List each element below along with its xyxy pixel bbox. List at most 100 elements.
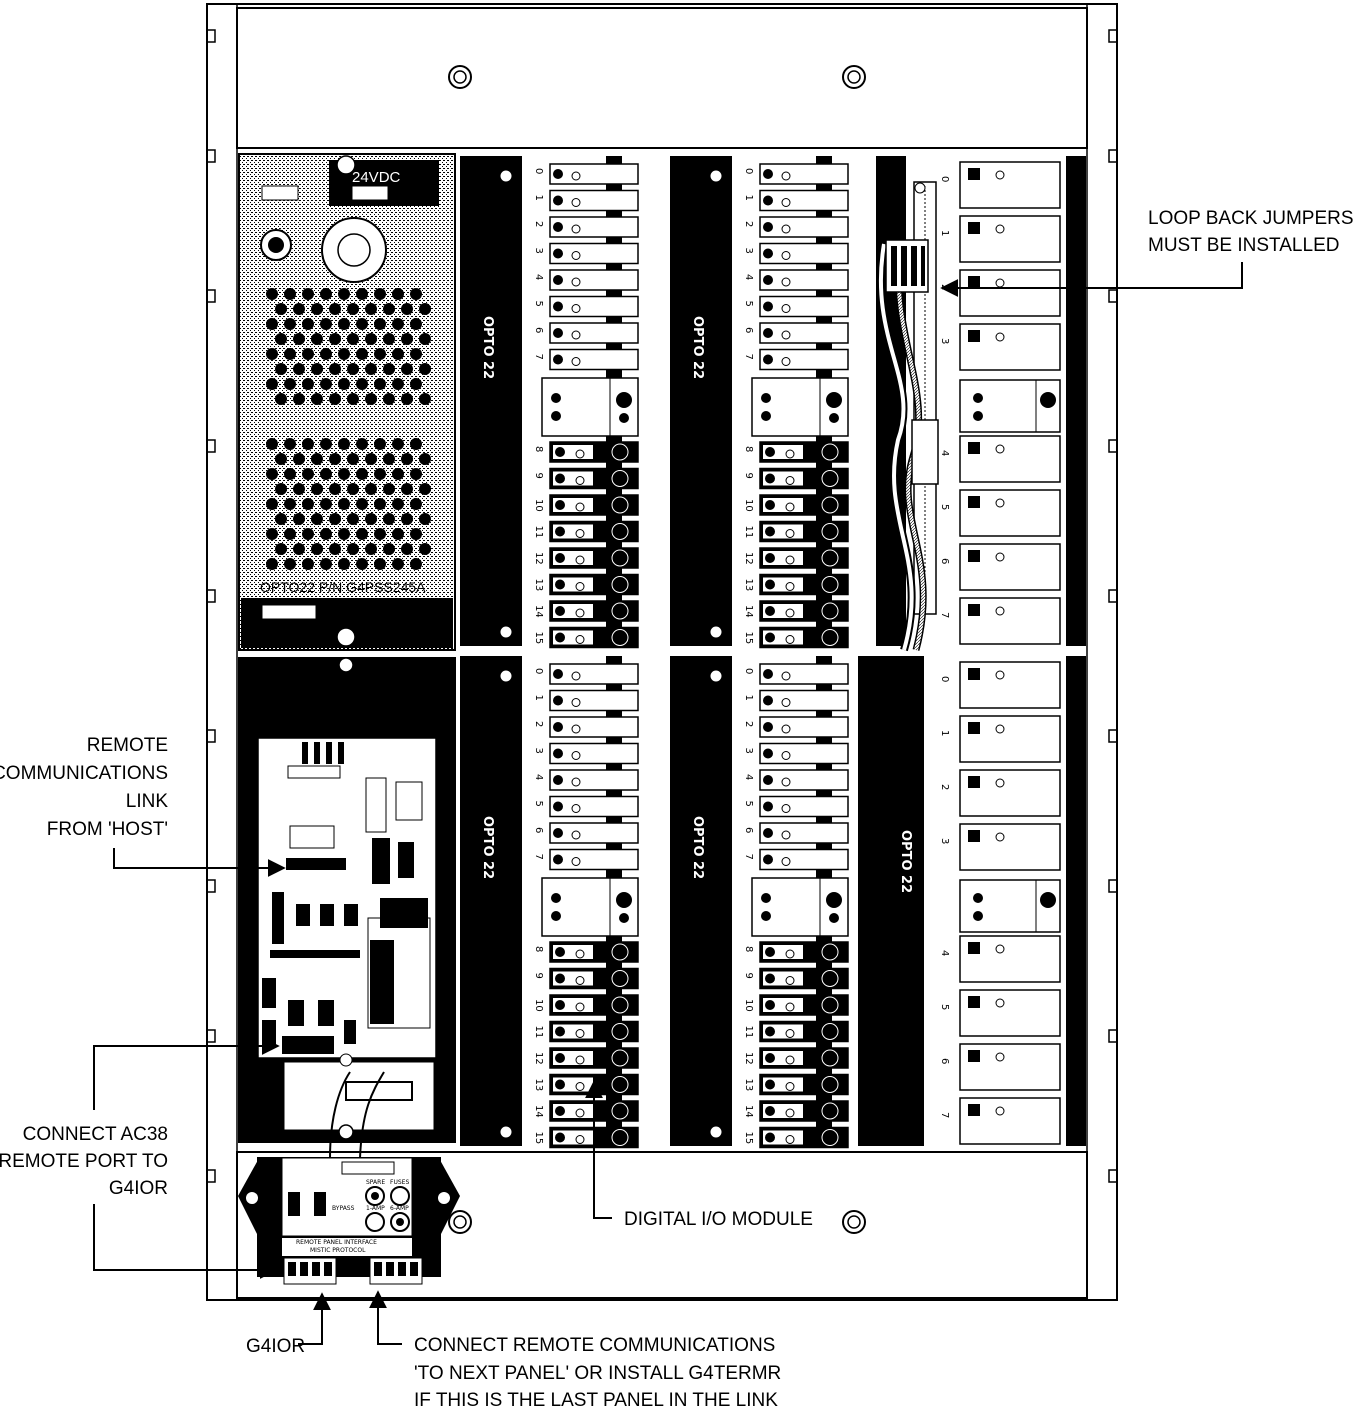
module-led: [765, 1106, 775, 1116]
vent-hole: [284, 288, 296, 300]
rack-side-strip: [670, 656, 732, 1146]
module-led: [763, 354, 773, 365]
frame-notch-right: [1108, 1169, 1117, 1183]
g4ior-bypass-label: BYPASS: [332, 1205, 355, 1212]
slot-number: 5: [743, 801, 754, 807]
vent-hole: [374, 348, 386, 360]
connector-dot: [761, 411, 771, 421]
vent-hole: [275, 453, 287, 465]
vent-hole: [320, 348, 332, 360]
module-led: [553, 169, 563, 179]
vent-hole: [275, 393, 287, 405]
brain-board: [238, 657, 456, 1143]
module-led: [765, 947, 775, 957]
io-module: [759, 216, 849, 238]
g4ior-title-1: REMOTE PANEL INTERFACE: [296, 1239, 377, 1246]
module-screw: [571, 171, 581, 181]
slot-number: 13: [743, 1079, 754, 1092]
module-terminal: [821, 1049, 839, 1067]
slot-number: 0: [743, 168, 754, 174]
vent-hole: [338, 468, 350, 480]
module-screw: [575, 582, 585, 591]
module-led: [763, 722, 773, 732]
vent-hole: [311, 333, 323, 345]
io-module: [759, 348, 849, 371]
slot-number: 8: [533, 946, 544, 952]
slot-number: 1: [939, 730, 950, 736]
slot-number: 6: [743, 827, 754, 833]
callout-connect-remote: CONNECT REMOTE COMMUNICATIONS 'TO NEXT P…: [369, 1290, 781, 1411]
module-screw: [781, 224, 791, 234]
g4ior-1amp-label: 1-AMP: [366, 1205, 385, 1212]
slot-number: 8: [743, 446, 754, 452]
module-led: [763, 248, 773, 259]
vent-hole: [401, 513, 413, 525]
rack-side-strip: [460, 156, 522, 646]
module-screw: [785, 1029, 795, 1038]
slot-number: 8: [743, 946, 754, 952]
rack-screw: [499, 169, 513, 183]
module-screw: [575, 635, 585, 644]
remote-link-line-3: LINK: [126, 791, 169, 812]
vent-hole: [293, 453, 305, 465]
loop-back-jumpers: [876, 181, 939, 652]
module-led: [553, 195, 563, 206]
rack-edge-strip: [1066, 656, 1086, 1146]
vent-hole: [392, 528, 404, 540]
vent-hole: [383, 363, 395, 375]
module-screw: [781, 198, 791, 207]
slot-number: 2: [533, 221, 544, 227]
slot-number: 6: [939, 1058, 950, 1064]
module-led: [765, 1079, 775, 1090]
slot-number: 0: [939, 176, 950, 182]
vent-hole: [383, 333, 395, 345]
module-screw: [575, 608, 585, 618]
module-led: [553, 222, 563, 232]
vent-hole: [374, 318, 386, 330]
vent-hole: [320, 558, 332, 570]
module-screw: [995, 998, 1005, 1008]
io-module: [549, 189, 639, 212]
module-led: [553, 801, 563, 812]
slot-number: 9: [533, 473, 544, 479]
module-terminal: [611, 602, 629, 620]
module-logo: [968, 996, 980, 1008]
module-led: [763, 195, 773, 206]
vent-hole: [392, 468, 404, 480]
module-screw: [995, 498, 1005, 508]
vent-hole: [329, 453, 341, 465]
module-screw: [571, 857, 581, 866]
slot-number: 6: [533, 827, 544, 833]
module-logo: [968, 722, 980, 734]
slot-number: 3: [533, 748, 544, 754]
remote-link-line-4: FROM 'HOST': [47, 819, 168, 840]
slot-number: 4: [743, 774, 754, 780]
slot-number: 5: [533, 301, 544, 307]
slot-number: 13: [743, 579, 754, 592]
module-screw: [785, 949, 795, 959]
module-screw: [571, 804, 581, 813]
vent-hole: [266, 288, 278, 300]
module-led: [555, 579, 565, 590]
rack-screw: [499, 625, 513, 639]
module-screw: [571, 777, 581, 787]
slot-number: 11: [743, 526, 754, 539]
frame-notch-left: [207, 439, 216, 453]
slot-number: 15: [743, 1132, 754, 1145]
module-screw: [575, 1108, 585, 1118]
module-terminal: [821, 1076, 839, 1093]
vent-hole: [347, 333, 359, 345]
slot-number: 14: [533, 1105, 544, 1118]
module-led: [555, 947, 565, 957]
module-led: [763, 775, 773, 785]
vent-hole: [383, 513, 395, 525]
connector-dot: [973, 393, 983, 403]
vent-hole: [410, 468, 422, 480]
frame-notch-left: [207, 879, 216, 893]
connect-ac38-line-2: REMOTE PORT TO: [0, 1151, 168, 1172]
vent-hole: [365, 333, 377, 345]
io-module: [549, 769, 639, 791]
g4ior-unit: BYPASS SPARE FUSES 1-AMP 6-AMP REMOTE PA…: [238, 1071, 460, 1285]
rack-brand-label: OPTO 22: [480, 316, 495, 379]
frame-notch-right: [1108, 149, 1117, 163]
